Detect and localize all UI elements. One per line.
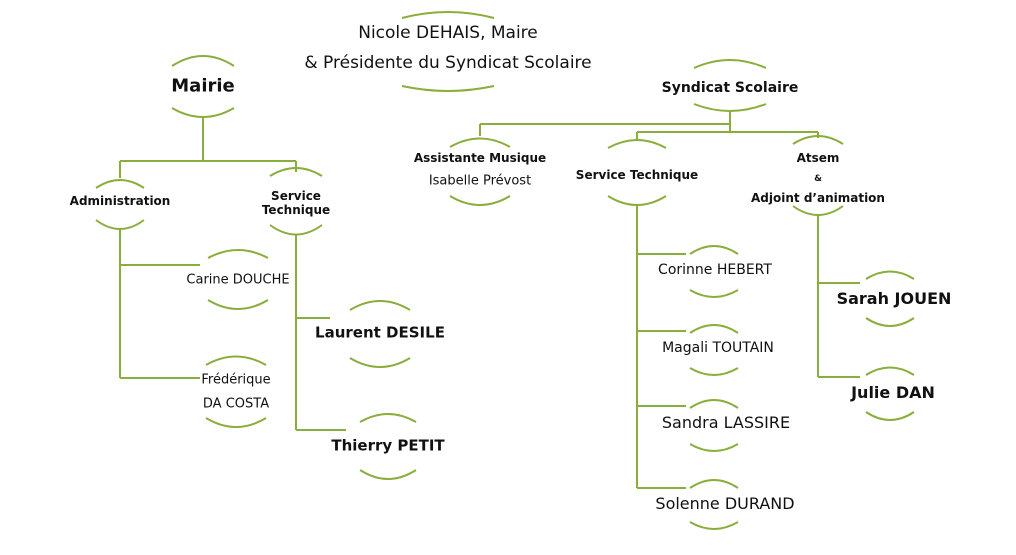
atsem-amp: & [814, 173, 822, 184]
node-arc [792, 205, 844, 216]
mairie-service-technique-line1: Service [271, 189, 321, 204]
node-arc [689, 289, 739, 298]
node-arc [269, 224, 323, 236]
node-arc [689, 245, 739, 255]
admin-member-frederique-line2: DA COSTA [202, 396, 270, 412]
node-arc [349, 357, 411, 368]
node-arc [689, 324, 739, 334]
node-arc [171, 55, 235, 67]
atsem-member-julie: Julie DAN [851, 382, 935, 402]
administration-label: Administration [69, 194, 171, 209]
admin-member-frederique-line1: Frédérique [201, 372, 271, 388]
node-arc [359, 413, 417, 423]
node-arc [95, 179, 145, 189]
syndicat-title: Syndicat Scolaire [661, 79, 799, 96]
mairie-service-technique-label: Service Technique [261, 189, 331, 218]
assistante-label: Assistante Musique [413, 151, 547, 166]
node-arc [865, 366, 915, 376]
node-arc [689, 479, 739, 489]
node-arc [171, 107, 235, 118]
syndicat-tech-member-magali: Magali TOUTAIN [662, 339, 774, 356]
node-arc [865, 411, 915, 421]
atsem-label: Atsem [796, 151, 840, 166]
node-arc [207, 299, 269, 310]
atsem-member-sarah: Sarah JOUEN [836, 288, 952, 308]
header-role: & Présidente du Syndicat Scolaire [304, 53, 592, 74]
syndicat-tech-member-corinne: Corinne HEBERT [658, 261, 772, 278]
node-arc [359, 469, 417, 480]
node-arc [401, 85, 495, 92]
node-arc [207, 249, 269, 259]
mairie-title: Mairie [171, 75, 235, 97]
assistante-name: Isabelle Prévost [428, 173, 532, 189]
adjoint-label: Adjoint d’animation [751, 191, 885, 206]
node-arc [689, 443, 739, 452]
node-arc [401, 11, 495, 19]
node-arc [865, 317, 915, 327]
admin-member-carine: Carine DOUCHE [186, 272, 290, 288]
node-arc [205, 417, 267, 428]
syndicat-tech-member-solenne: Solenne DURAND [655, 493, 795, 513]
node-arc [693, 103, 767, 112]
node-arc [689, 521, 739, 530]
syndicat-tech-member-sandra: Sandra LASSIRE [661, 412, 791, 432]
mairie-tech-member-thierry: Thierry PETIT [331, 436, 445, 455]
node-arc [449, 195, 511, 206]
node-arc [689, 367, 739, 376]
node-arc [689, 399, 739, 409]
node-arc [95, 219, 145, 230]
node-arc [349, 300, 411, 311]
node-arc [607, 195, 667, 206]
node-arc [865, 270, 915, 280]
syndicat-service-technique-label: Service Technique [575, 168, 699, 183]
node-arc [607, 139, 667, 149]
mairie-service-technique-line2: Technique [261, 203, 331, 217]
node-arc [449, 137, 511, 148]
node-arc [205, 355, 267, 366]
header-name: Nicole DEHAIS, Maire [358, 23, 538, 44]
mairie-tech-member-laurent: Laurent DESILE [315, 323, 445, 342]
node-arc [693, 59, 767, 69]
